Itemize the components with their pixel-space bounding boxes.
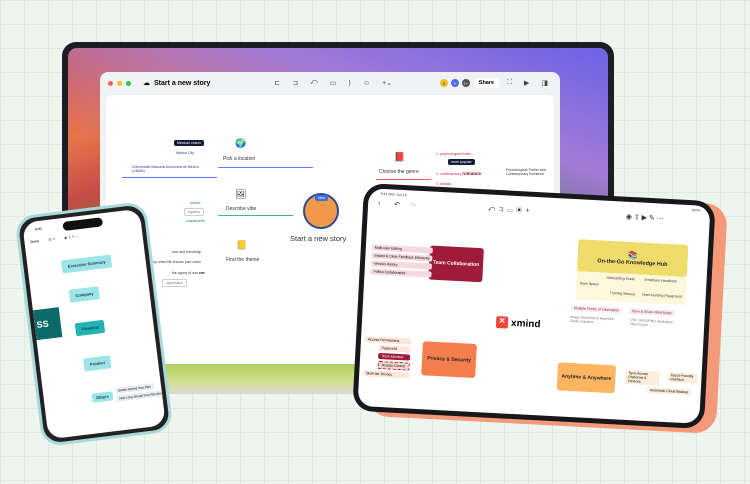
- done-button[interactable]: Done: [30, 239, 40, 245]
- privacy-subtopics: Access Permissions Password Team Member …: [363, 336, 411, 379]
- toolbar-icons[interactable]: ☰ ↶ ◉ ⇪ ✎ ⋯: [48, 234, 80, 242]
- subtopic[interactable]: Save & Share Mind Maps: [628, 307, 675, 317]
- branch-anytime-anywhere[interactable]: Anytime & Anywhere: [556, 362, 617, 394]
- subtopic[interactable]: Onboarding Guide: [606, 275, 636, 282]
- toolbar-right-icons[interactable]: ◉ ⇪ ▶ ✎ ⋯: [625, 213, 664, 223]
- subtopic[interactable]: horrific: [190, 201, 201, 205]
- subtopic[interactable]: Mexico City: [176, 151, 195, 155]
- tablet-screen: 9:41 Mon Jun 10 100% ‹ ↶ ↷ ⤺ ⊐ ▭ ▣ + ◉ ⇪…: [357, 188, 711, 424]
- summary-icon[interactable]: ⟩: [348, 80, 352, 87]
- subtopic[interactable]: Multi-tier Privacy: [363, 370, 409, 379]
- subtopic[interactable]: Team Member: [378, 352, 410, 361]
- app-window: ☁ Start a new story ⊏ ⊐ ⤺ ▭ ⟩ ☺ +⌄ A Y 7…: [100, 72, 560, 364]
- subtopic[interactable]: love and friendship: [172, 250, 202, 254]
- topic-executive-summary[interactable]: Executive Summary: [61, 254, 113, 274]
- globe-icon: 🌍: [235, 138, 247, 148]
- team-subtopics: Multi-user Editing Instant & Clear Feedb…: [370, 244, 434, 278]
- relationship-icon[interactable]: ⤺: [310, 79, 318, 86]
- maximize-button[interactable]: [126, 80, 131, 86]
- hub-subtopics: Team Space Onboarding Guide Employee Han…: [575, 271, 687, 305]
- node-label: Anytime & Anywhere: [561, 373, 612, 383]
- topic-others[interactable]: Others: [91, 391, 114, 403]
- sidebar-icon[interactable]: ◨: [541, 80, 548, 87]
- share-button[interactable]: Share: [473, 78, 500, 88]
- cloud-icon: ☁: [143, 80, 150, 87]
- subtopic-icon[interactable]: ⊐: [292, 80, 299, 87]
- tablet-device: 9:41 Mon Jun 10 100% ‹ ↶ ↷ ⤺ ⊐ ▭ ▣ + ◉ ⇪…: [352, 182, 716, 430]
- subtopic[interactable]: Access Permissions: [364, 336, 411, 345]
- tag: more popular: [448, 159, 475, 165]
- insert-icon[interactable]: +⌄: [382, 80, 393, 87]
- emoji-icon[interactable]: ☺: [363, 79, 371, 87]
- document-title: Start a new story: [154, 79, 211, 87]
- relationship-icon[interactable]: ⤺ ⊐ ▭ ▣ +: [487, 205, 530, 215]
- tag: Mexican charm: [174, 140, 204, 146]
- branch-privacy-security[interactable]: Privacy & Security: [421, 341, 477, 379]
- battery-level: 100%: [691, 208, 701, 213]
- subtopic[interactable]: Team-building Playground: [641, 292, 683, 299]
- subtopic[interactable]: Sync Across Platforms & Devices: [625, 369, 660, 386]
- close-button[interactable]: [108, 80, 113, 86]
- subtopic[interactable]: mystery: [184, 208, 205, 216]
- back-icon[interactable]: ‹: [377, 199, 381, 207]
- subtopic[interactable]: Access Control: [377, 360, 410, 371]
- branch-choose-genre[interactable]: Choose the genre: [379, 169, 419, 175]
- central-topic[interactable]: ✕xmind: [495, 316, 541, 330]
- subtopic[interactable]: Employee Handbook: [644, 277, 678, 284]
- idea-badge: Idea: [315, 195, 328, 201]
- subtopic[interactable]: the agony of war war: [172, 271, 205, 275]
- painting-icon: 🖼: [235, 189, 247, 199]
- branch-describe-vibe[interactable]: Describe vibe: [226, 206, 257, 212]
- xmind-logo-icon: ✕: [495, 316, 509, 329]
- avatar: Y: [450, 79, 459, 87]
- redo-icon[interactable]: ↷: [409, 202, 417, 210]
- phone-screen: 9:41 Done ☰ ↶ ◉ ⇪ ✎ ⋯ SS Executive Summa…: [22, 208, 166, 440]
- title-bar: ☁ Start a new story ⊏ ⊐ ⤺ ▭ ⟩ ☺ +⌄ A Y 7…: [100, 72, 560, 94]
- topic-company[interactable]: Company: [68, 286, 101, 303]
- present-icon[interactable]: ▶: [523, 80, 530, 87]
- subtopic[interactable]: 3. fantasy: [436, 182, 452, 186]
- subtopic[interactable]: 2. contemporary romance: [436, 171, 482, 176]
- subtopic[interactable]: suspenseful: [186, 219, 205, 223]
- dynamic-island: [62, 217, 104, 232]
- phone-device: 9:41 Done ☰ ↶ ◉ ⇪ ✎ ⋯ SS Executive Summa…: [14, 200, 174, 448]
- avatar: A: [439, 79, 448, 87]
- subtopic[interactable]: pick up when life knocks your down: [146, 260, 201, 264]
- subtopic[interactable]: Team Space: [579, 281, 599, 287]
- topic-icon[interactable]: ⊏: [274, 80, 281, 87]
- status-time: 9:41 Mon Jun 10: [380, 191, 407, 198]
- summary-topic[interactable]: Psychological Thriller and Contemporary …: [506, 168, 546, 176]
- topic-product[interactable]: Product: [83, 355, 112, 372]
- branch-team-collaboration[interactable]: Team Collaboration: [428, 245, 484, 283]
- fullscreen-icon[interactable]: ⛶: [507, 79, 512, 86]
- node-label: Privacy & Security: [426, 355, 472, 364]
- subtopic[interactable]: Password: [378, 344, 411, 353]
- subtopic[interactable]: Universidad Nacional Autónoma de México …: [132, 165, 199, 173]
- note: oppression: [162, 279, 188, 287]
- subtopic[interactable]: 1. psychological thriller: [436, 152, 472, 156]
- node-label: On-the-Go Knowledge Hub: [597, 257, 668, 268]
- subtopic[interactable]: Multiple Forms of Information: [570, 304, 623, 314]
- subtopic[interactable]: Automatic Cloud Backup: [646, 387, 692, 396]
- branch-find-theme[interactable]: Find the theme: [226, 257, 260, 263]
- central-topic[interactable]: SS: [32, 307, 63, 341]
- branch-pick-location[interactable]: Pick a location: [223, 156, 256, 162]
- subtopic[interactable]: Training Manual: [609, 290, 635, 297]
- undo-icon[interactable]: ↶: [393, 201, 401, 209]
- subtopic[interactable]: Touch-Friendly Interface: [667, 372, 698, 384]
- minimize-button[interactable]: [117, 80, 122, 86]
- note-icon: 📒: [236, 240, 248, 250]
- boundary-icon[interactable]: ▭: [329, 80, 337, 87]
- node-label: Team Collaboration: [432, 259, 480, 269]
- status-time: 9:41: [34, 226, 43, 232]
- book-icon: 📕: [394, 152, 406, 162]
- avatar: 7+: [461, 79, 470, 87]
- central-topic[interactable]: Start a new story: [290, 234, 347, 243]
- subtopic[interactable]: Follow Collaborators: [370, 268, 433, 278]
- topic-financial[interactable]: Financial: [74, 319, 106, 337]
